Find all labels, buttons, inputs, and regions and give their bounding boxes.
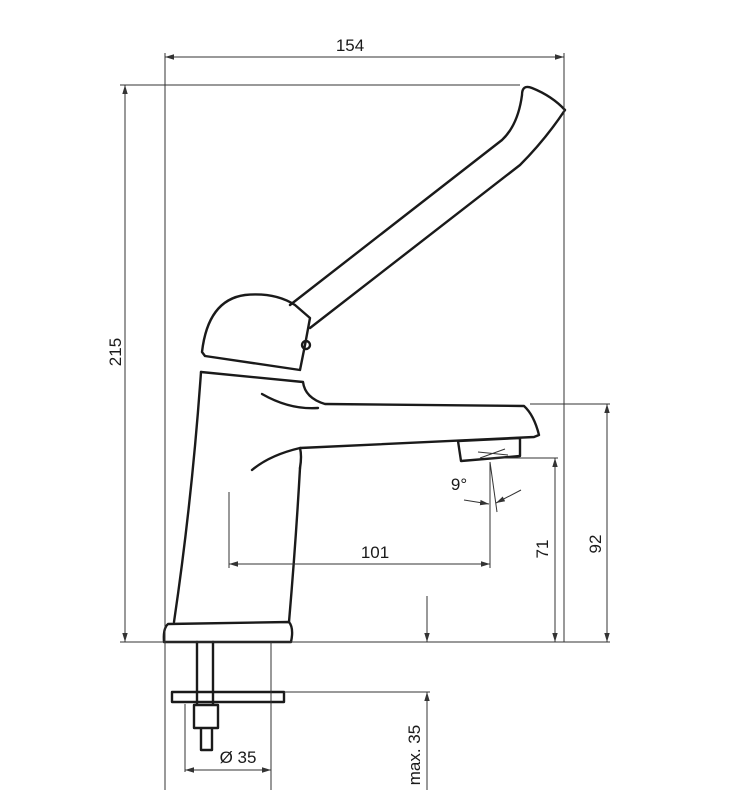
base-plate [162, 620, 294, 644]
aerator [456, 436, 522, 463]
body-left-edge [172, 370, 203, 624]
label-diameter: Ø 35 [220, 748, 257, 767]
label-spout-height: 71 [533, 540, 552, 559]
spout-underside [298, 446, 303, 470]
spout-top [199, 370, 541, 472]
handle-dome [200, 293, 312, 372]
label-angle: 9° [451, 475, 467, 494]
faucet-outline [162, 85, 567, 752]
mounting-washer [170, 690, 286, 704]
body-curve [260, 392, 320, 410]
label-max-thickness: max. 35 [405, 725, 424, 785]
dimension-lines [120, 53, 610, 790]
label-height: 215 [106, 338, 125, 366]
mounting-nut [192, 703, 220, 752]
label-spout-top-height: 92 [586, 535, 605, 554]
label-spout-reach: 101 [361, 543, 389, 562]
handle-screw [300, 339, 312, 351]
body-right-edge [287, 466, 302, 624]
lever-handle [288, 85, 567, 330]
aerator-mesh [477, 448, 509, 459]
mounting-stud [195, 640, 215, 706]
label-width: 154 [336, 36, 364, 55]
